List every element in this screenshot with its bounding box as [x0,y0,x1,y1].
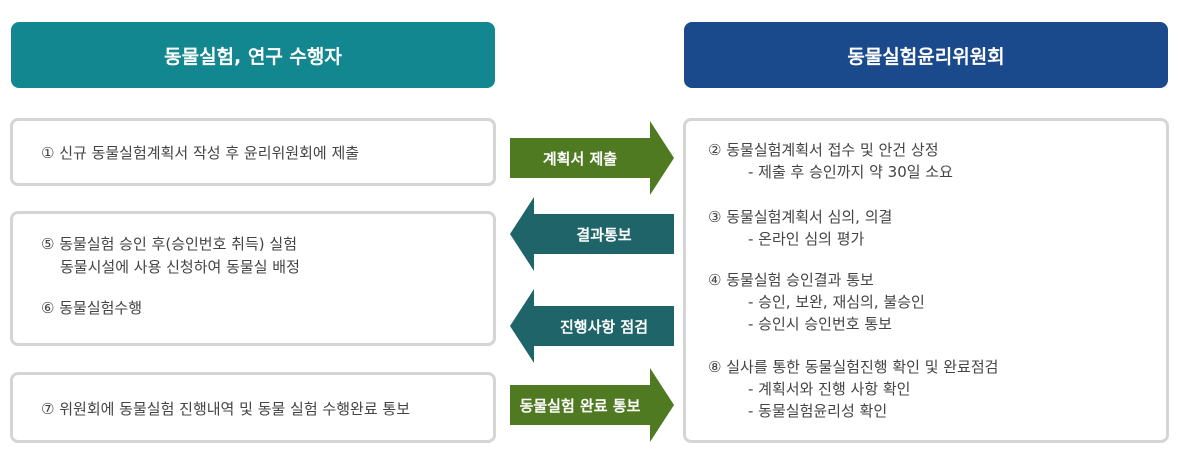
step8-title: ⑧ 실사를 통한 동물실험진행 확인 및 완료점검 [708,358,999,376]
step6-text: ⑥ 동물실험수행 [41,299,143,317]
submit-plan-label: 계획서 제출 [542,149,618,168]
step4-sub1: - 승인, 보완, 재심의, 불승인 [748,293,925,311]
researcher-header: 동물실험, 연구 수행자 [11,22,495,88]
step7-text: ⑦ 위원회에 동물실험 진행내역 및 동물 실험 수행완료 통보 [41,400,410,418]
step7-box: ⑦ 위원회에 동물실험 진행내역 및 동물 실험 수행완료 통보 [10,372,496,443]
committee-header-label: 동물실험윤리위원회 [847,45,1005,68]
step3-sub1: - 온라인 심의 평가 [748,230,865,248]
step5-6-box: ⑤ 동물실험 승인 후(승인번호 취득) 실험 동물시설에 사용 신청하여 동물… [10,211,496,346]
right-arrow-icon [510,121,674,195]
progress-check-label: 진행사항 점검 [559,317,649,336]
left-arrow-icon [510,197,674,271]
step2-sub1: - 제출 후 승인까지 약 30일 소요 [748,163,953,181]
step1-text: ① 신규 동물실험계획서 작성 후 윤리위원회에 제출 [41,144,360,162]
right-arrow-icon [510,368,674,442]
step5-line2: 동물시설에 사용 신청하여 동물실 배정 [60,258,300,276]
step8-sub2: - 동물실험윤리성 확인 [748,402,888,420]
committee-header: 동물실험윤리위원회 [684,22,1168,88]
completion-notice-label: 동물실험 완료 통보 [519,396,641,415]
result-notice-arrow: 결과통보 [510,197,674,271]
completion-notice-arrow: 동물실험 완료 통보 [510,368,674,442]
step3-title: ③ 동물실험계획서 심의, 의결 [708,208,893,226]
researcher-header-label: 동물실험, 연구 수행자 [164,45,342,68]
step4-title: ④ 동물실험 승인결과 통보 [708,271,874,289]
submit-plan-arrow: 계획서 제출 [510,121,674,195]
step8-sub1: - 계획서와 진행 사항 확인 [748,380,911,398]
result-notice-label: 결과통보 [576,225,632,244]
left-arrow-icon [510,289,674,363]
committee-steps-box: ② 동물실험계획서 접수 및 안건 상정 - 제출 후 승인까지 약 30일 소… [683,118,1169,443]
step4-sub2: - 승인시 승인번호 통보 [748,315,892,333]
step5-line1: ⑤ 동물실험 승인 후(승인번호 취득) 실험 [41,235,297,253]
step1-box: ① 신규 동물실험계획서 작성 후 윤리위원회에 제출 [10,118,496,186]
progress-check-arrow: 진행사항 점검 [510,289,674,363]
step2-title: ② 동물실험계획서 접수 및 안건 상정 [708,141,939,159]
